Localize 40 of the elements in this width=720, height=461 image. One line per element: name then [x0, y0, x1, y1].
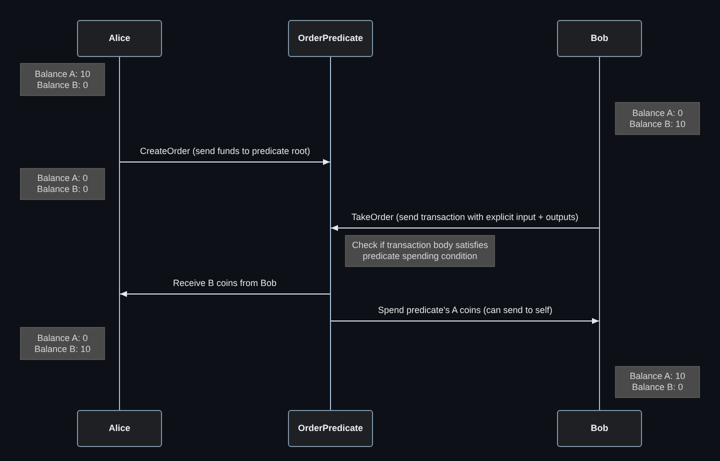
note-text: Balance B: 0	[632, 382, 684, 393]
lifeline	[599, 57, 600, 410]
lifeline	[330, 57, 331, 410]
note-text: Balance A: 0	[632, 108, 683, 118]
message-arrow	[330, 225, 600, 231]
note-box	[615, 102, 700, 135]
note-text: Balance A: 10	[630, 371, 686, 382]
participant-box	[77, 410, 162, 447]
participant-box	[288, 410, 373, 447]
note-box	[20, 327, 105, 360]
participant-box	[77, 20, 162, 57]
note-box	[345, 235, 495, 267]
note-text: Balance B: 0	[36, 80, 88, 90]
note-text: Balance A: 0	[37, 173, 88, 184]
participant-box	[288, 20, 373, 57]
note-text: Balance A: 0	[37, 332, 88, 344]
participant-name: OrderPredicate	[298, 33, 364, 44]
participant-box	[557, 20, 642, 57]
participant-name: Alice	[108, 423, 130, 434]
message-arrow	[120, 291, 330, 297]
message-label: CreateOrder (send funds to predicate root)	[138, 146, 312, 157]
participant-box	[557, 410, 642, 447]
participant-name: Bob	[590, 33, 608, 44]
note-box	[20, 168, 105, 200]
message-label: TakeOrder (send transaction with explicit input + outputs)	[350, 212, 580, 223]
participant-name: Alice	[108, 33, 130, 44]
note-text: Balance B: 0	[36, 184, 88, 195]
note-text: Balance A: 10	[34, 68, 90, 80]
message-label: Spend predicate's A coins (can send to self)	[376, 305, 554, 316]
note-text: Balance B: 10	[629, 118, 686, 130]
message-label: Receive B coins from Bob	[171, 278, 279, 289]
participant-name: Bob	[590, 423, 608, 434]
note-text: Check if transaction body satisfies predicate spending condition	[351, 240, 489, 262]
lifeline	[119, 57, 120, 410]
message-arrow	[120, 159, 330, 165]
note-box	[615, 366, 700, 398]
participant-name: OrderPredicate	[298, 423, 364, 434]
message-arrow	[330, 318, 600, 324]
note-text: Balance B: 10	[34, 344, 91, 354]
note-box	[20, 63, 105, 96]
